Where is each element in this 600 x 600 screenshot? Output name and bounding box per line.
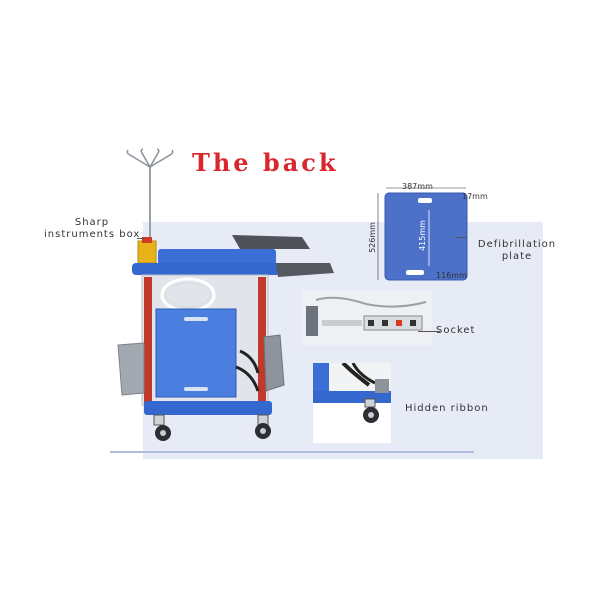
leader-socket: [418, 331, 440, 332]
callout-sharp-box: Sharp instruments box: [44, 217, 140, 241]
socket-photo: [302, 290, 432, 345]
hidden-ribbon-illustration: [313, 363, 391, 423]
callout-hidden-ribbon: Hidden ribbon: [405, 403, 489, 414]
dim-handle-width: 116mm: [436, 271, 467, 280]
iv-pole-hooks: [126, 148, 174, 168]
page-title: The back: [192, 148, 339, 177]
socket-illustration: [302, 290, 432, 345]
crash-cart-illustration: [117, 148, 334, 441]
defibrillation-plate-illustration: [377, 187, 468, 281]
leader-sharp-box: [137, 238, 145, 239]
callout-sharp-box-line1: Sharp: [74, 217, 110, 228]
callout-defib-plate-line1: Defibrillation: [477, 239, 557, 250]
callout-defib-plate-line2: plate: [501, 251, 533, 262]
callout-sharp-box-line2: instruments box: [44, 229, 141, 240]
leader-defib-plate: [456, 237, 466, 238]
callout-socket: Socket: [436, 325, 476, 336]
hidden-ribbon-photo: [313, 363, 391, 443]
callout-defib-plate: Defibrillation plate: [462, 239, 572, 263]
dim-inner-height: 415mm: [417, 220, 427, 251]
dim-thickness: 17mm: [462, 192, 488, 201]
dim-width: 387mm: [402, 182, 433, 191]
dim-height: 526mm: [367, 222, 377, 253]
floor-line: [110, 451, 474, 453]
